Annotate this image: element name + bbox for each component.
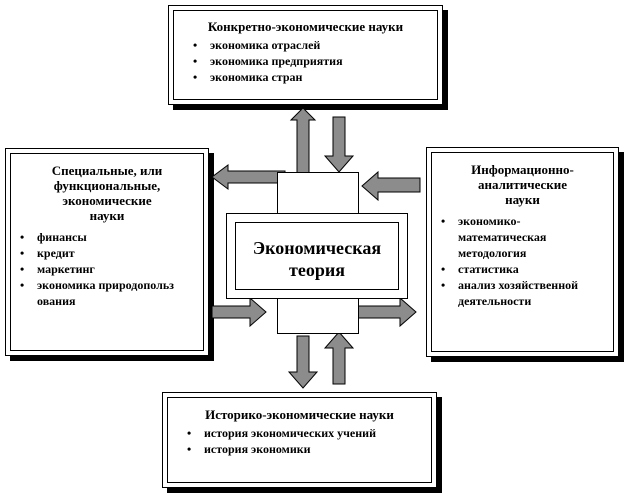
right-box-title-line: Информационно- [471, 162, 574, 177]
list-item: экономико-математическая методология [432, 213, 592, 261]
list-item: финансы [11, 229, 186, 245]
list-item: экономика отраслей [184, 37, 437, 53]
arrow-right-to-right [355, 296, 417, 328]
list-item: история экономических учений [178, 425, 378, 441]
list-item: экономика предприятия [184, 53, 437, 69]
top-box-title: Конкретно-экономические науки [207, 19, 404, 34]
left-box-title-line: экономические [62, 193, 152, 208]
arrow-down-to-bottom [287, 335, 319, 389]
list-item: кредит [11, 245, 186, 261]
right-box-title-line: науки [505, 192, 540, 207]
arrow-down-from-top [323, 116, 355, 173]
left-box-title-line: Специальные, или [51, 163, 163, 178]
arrow-up-to-top [289, 107, 317, 179]
right-box-title: Информационно- аналитические науки [432, 162, 613, 207]
bottom-box-title: Историко-экономические науки [205, 407, 394, 422]
left-box: Специальные, или функциональные, экономи… [5, 148, 209, 356]
bottom-box: Историко-экономические науки история эко… [162, 392, 437, 488]
arrow-up-from-bottom [323, 331, 355, 385]
top-box-list: экономика отраслей экономика предприятия… [174, 37, 437, 85]
bottom-box-list: история экономических учений история эко… [168, 425, 378, 457]
left-box-title-line: функциональные, [53, 178, 161, 193]
right-box-list: экономико-математическая методология ста… [432, 213, 592, 309]
left-box-title-line: науки [89, 208, 125, 223]
top-box: Конкретно-экономические науки экономика … [168, 5, 443, 105]
right-box-inner: Информационно- аналитические науки эконо… [431, 152, 614, 352]
list-item: экономика стран [184, 69, 437, 85]
left-box-inner: Специальные, или функциональные, экономи… [10, 153, 204, 351]
arrow-left-to-left [211, 164, 286, 190]
center-title-line1: Экономическая [252, 238, 382, 258]
arrow-right-from-left [211, 296, 267, 328]
list-item: история экономики [178, 441, 378, 457]
list-item: экономика природопользования [11, 277, 177, 309]
list-item: статистика [432, 261, 592, 277]
right-box-title-line: аналитические [477, 177, 568, 192]
bottom-box-inner: Историко-экономические науки история эко… [167, 397, 432, 483]
arrow-left-from-right [361, 170, 421, 202]
left-box-title: Специальные, или функциональные, экономи… [11, 163, 203, 223]
list-item: маркетинг [11, 261, 186, 277]
right-box: Информационно- аналитические науки эконо… [426, 147, 619, 357]
center-inner-box: Экономическая теория [235, 222, 399, 290]
center-title: Экономическая теория [236, 237, 398, 281]
left-box-list: финансы кредит маркетинг экономика приро… [11, 229, 186, 309]
top-box-inner: Конкретно-экономические науки экономика … [173, 10, 438, 100]
list-item: анализ хозяйственной деятельности [432, 277, 592, 309]
center-title-line2: теория [289, 260, 345, 280]
center-frame: Экономическая теория [226, 213, 408, 299]
